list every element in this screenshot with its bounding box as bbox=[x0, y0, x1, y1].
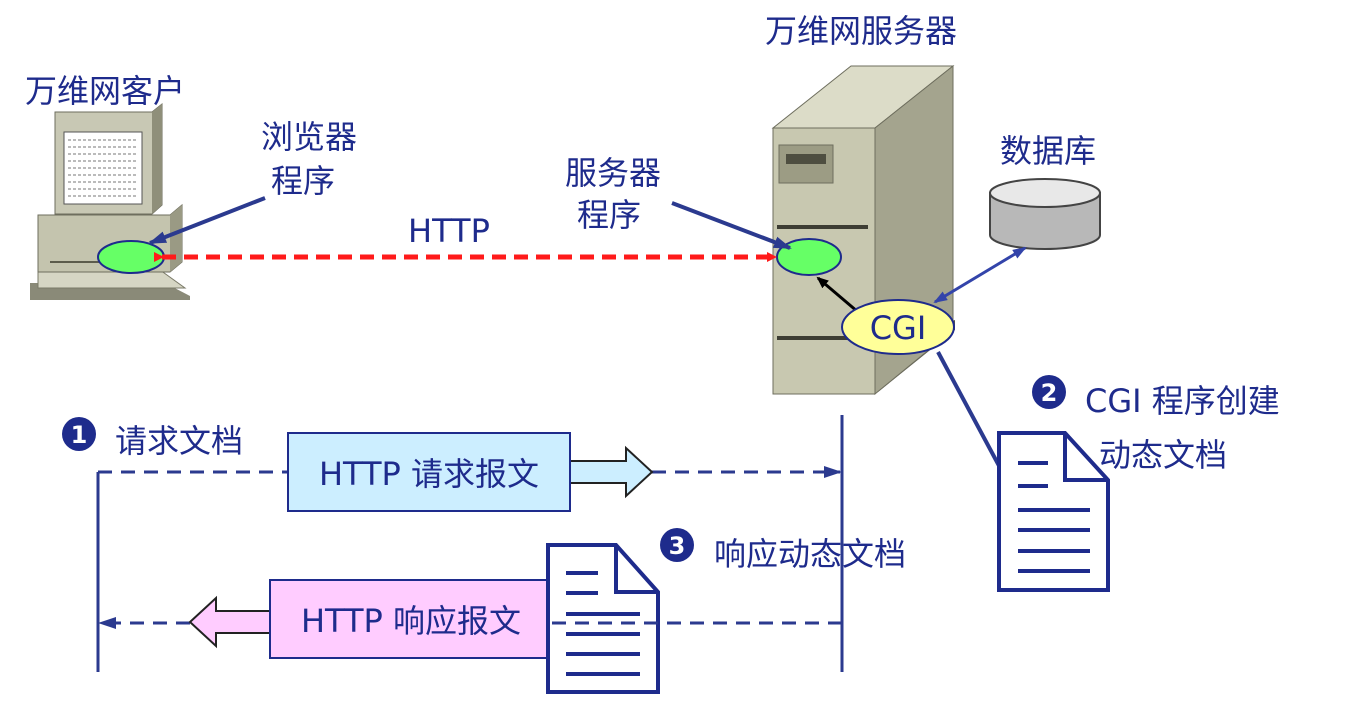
server-program-label-line2: 程序 bbox=[577, 196, 641, 234]
cgi-database-arrow bbox=[933, 246, 1027, 304]
request-block-arrow bbox=[567, 445, 654, 499]
dynamic-document-icon bbox=[997, 431, 1110, 592]
server-title: 万维网服务器 bbox=[765, 12, 957, 50]
client-title: 万维网客户 bbox=[25, 72, 185, 110]
server-program-endpoint bbox=[776, 238, 842, 276]
step2-text-line2: 动态文档 bbox=[1099, 436, 1227, 474]
step2-number: 2 bbox=[1041, 379, 1058, 407]
browser-label-line1: 浏览器 bbox=[261, 118, 357, 156]
request-message-box bbox=[287, 432, 571, 512]
server-program-pointer-arrow bbox=[671, 201, 792, 250]
database-label: 数据库 bbox=[1000, 132, 1096, 170]
step1-text: 请求文档 bbox=[115, 422, 243, 460]
server-program-label-line1: 服务器 bbox=[565, 154, 661, 192]
cgi-to-server-arrow bbox=[816, 276, 859, 314]
step3-badge bbox=[660, 528, 694, 562]
step3-number: 3 bbox=[669, 532, 686, 560]
response-block-arrow bbox=[188, 595, 271, 649]
http-label: HTTP bbox=[408, 212, 490, 250]
request-message-label: HTTP 请求报文 bbox=[319, 455, 539, 493]
step1-badge bbox=[62, 417, 96, 451]
cgi-ellipse bbox=[841, 299, 955, 355]
browser-endpoint bbox=[97, 240, 165, 274]
step2-badge bbox=[1032, 375, 1066, 409]
browser-pointer-arrow bbox=[148, 196, 266, 245]
response-message-box bbox=[269, 579, 553, 659]
database-icon bbox=[989, 178, 1101, 250]
response-message-label: HTTP 响应报文 bbox=[301, 602, 521, 640]
step2-text-line1: CGI 程序创建 bbox=[1085, 382, 1280, 420]
client-computer-icon bbox=[30, 102, 190, 300]
cgi-label: CGI bbox=[870, 309, 927, 347]
response-document-icon bbox=[546, 543, 660, 694]
step3-text: 响应动态文档 bbox=[714, 535, 906, 573]
step1-number: 1 bbox=[71, 421, 88, 449]
browser-label-line2: 程序 bbox=[271, 162, 335, 200]
